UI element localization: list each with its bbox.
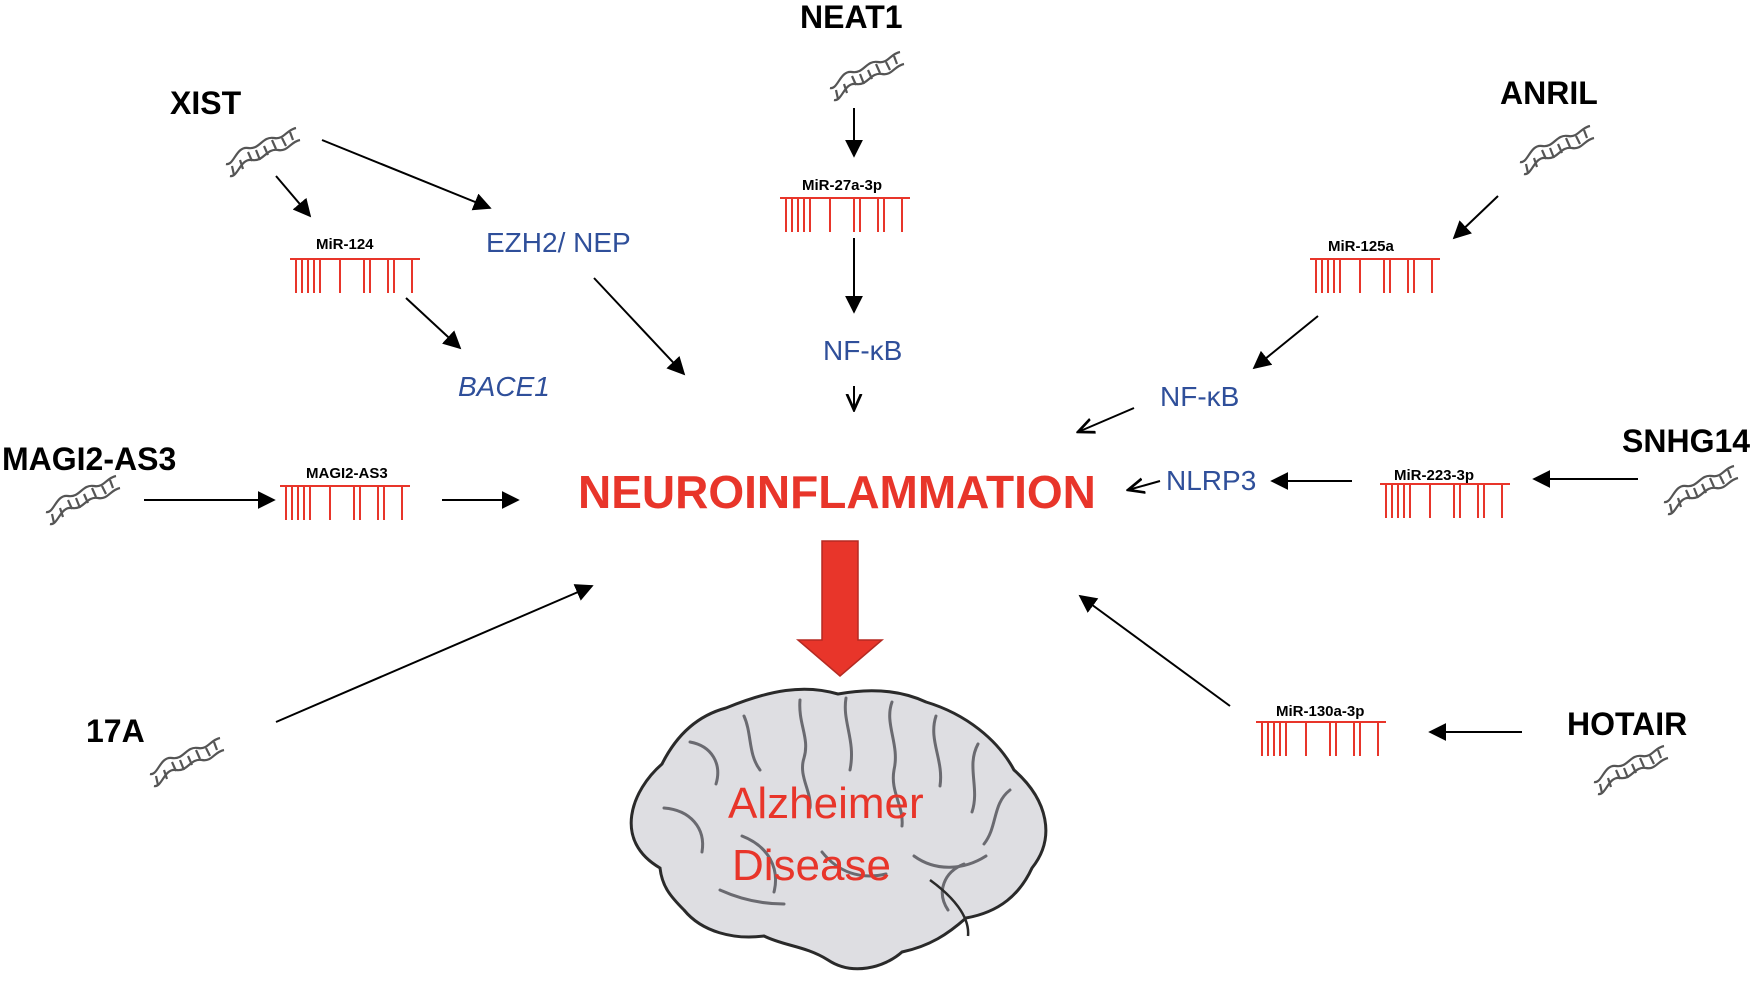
arrow-nfkb-to-neuroinflammation-right (1078, 407, 1135, 432)
arrow-xist-to-ezh2 (321, 139, 492, 211)
target-nfkb-top-label: NF-κB (823, 335, 902, 366)
target-nfkb-right-label: NF-κB (1160, 381, 1239, 412)
arrow-xist-to-mir124 (275, 175, 312, 218)
alzheimer-disease-line2: Disease (732, 841, 891, 890)
mirna-magi2-as3-label: MAGI2-AS3 (306, 465, 388, 482)
big-red-arrow (795, 540, 885, 677)
mirna-strand-icon (289, 258, 421, 294)
arrows (144, 108, 1638, 741)
lncrna-magi2-as3-label: MAGI2-AS3 (2, 441, 176, 477)
lncrna-anril-label: ANRIL (1500, 75, 1598, 111)
neuroinflammation-label: NEUROINFLAMMATION (578, 466, 1096, 518)
arrow-mir130-to-neuroinflammation (1078, 594, 1231, 707)
lncrna-snhg14-label: SNHG14 (1622, 423, 1750, 459)
mirna-strand-icon (779, 197, 911, 233)
rna-helix-icon (44, 474, 122, 526)
rna-helix-icon (224, 126, 302, 178)
mirna-mir-27a-3p-label: MiR-27a-3p (802, 177, 882, 194)
arrow-anril-to-mir125 (1452, 195, 1499, 240)
mirna-strand-icon (1255, 721, 1387, 757)
mirna-magi2-as3: MAGI2-AS3 (279, 465, 411, 521)
mirna-mir-125a: MiR-125a (1309, 238, 1441, 294)
mirna-strand-icon (1309, 258, 1441, 294)
mirna-mir-124: MiR-124 (289, 236, 421, 294)
alzheimer-disease-line1: Alzheimer (728, 779, 924, 828)
mirna-mir-27a-3p: MiR-27a-3p (779, 177, 911, 233)
mirna-strand-icon (1379, 483, 1511, 519)
rna-helix-icon (148, 736, 226, 788)
brain-icon (629, 687, 1048, 971)
mirna-mir-223-3p: MiR-223-3p (1379, 467, 1511, 519)
mirna-mir-124-label: MiR-124 (316, 236, 374, 253)
mirna-mir-130a-3p-label: MiR-130a-3p (1276, 703, 1364, 720)
arrow-mir124-to-bace1 (405, 297, 462, 350)
target-ezh2-nep-label: EZH2/ NEP (486, 227, 631, 258)
arrow-mir125-to-nfkb (1252, 315, 1319, 370)
arrow-17a-to-neuroinflammation (275, 584, 594, 723)
arrow-ezh2-to-neuroinflammation (593, 277, 686, 376)
target-nlrp3-label: NLRP3 (1166, 465, 1256, 496)
lncrna-xist-label: XIST (170, 85, 242, 121)
mirna-mir-125a-label: MiR-125a (1328, 238, 1395, 255)
rna-helix-icon (1592, 744, 1670, 796)
lncrna-neat1-label: NEAT1 (800, 0, 903, 35)
lncrna-17a-label: 17A (86, 713, 145, 749)
rna-helix-icon (1518, 124, 1596, 176)
mirna-mir-130a-3p: MiR-130a-3p (1255, 703, 1387, 757)
rna-helix-icon (1662, 464, 1740, 516)
rna-helix-icon (828, 50, 906, 102)
target-bace1-label: BACE1 (458, 371, 550, 402)
mirna-strand-icon (279, 485, 411, 521)
mirna-mir-223-3p-label: MiR-223-3p (1394, 467, 1474, 484)
lncrna-hotair-label: HOTAIR (1567, 706, 1687, 742)
arrow-nlrp3-to-neuroinflammation (1128, 481, 1161, 490)
